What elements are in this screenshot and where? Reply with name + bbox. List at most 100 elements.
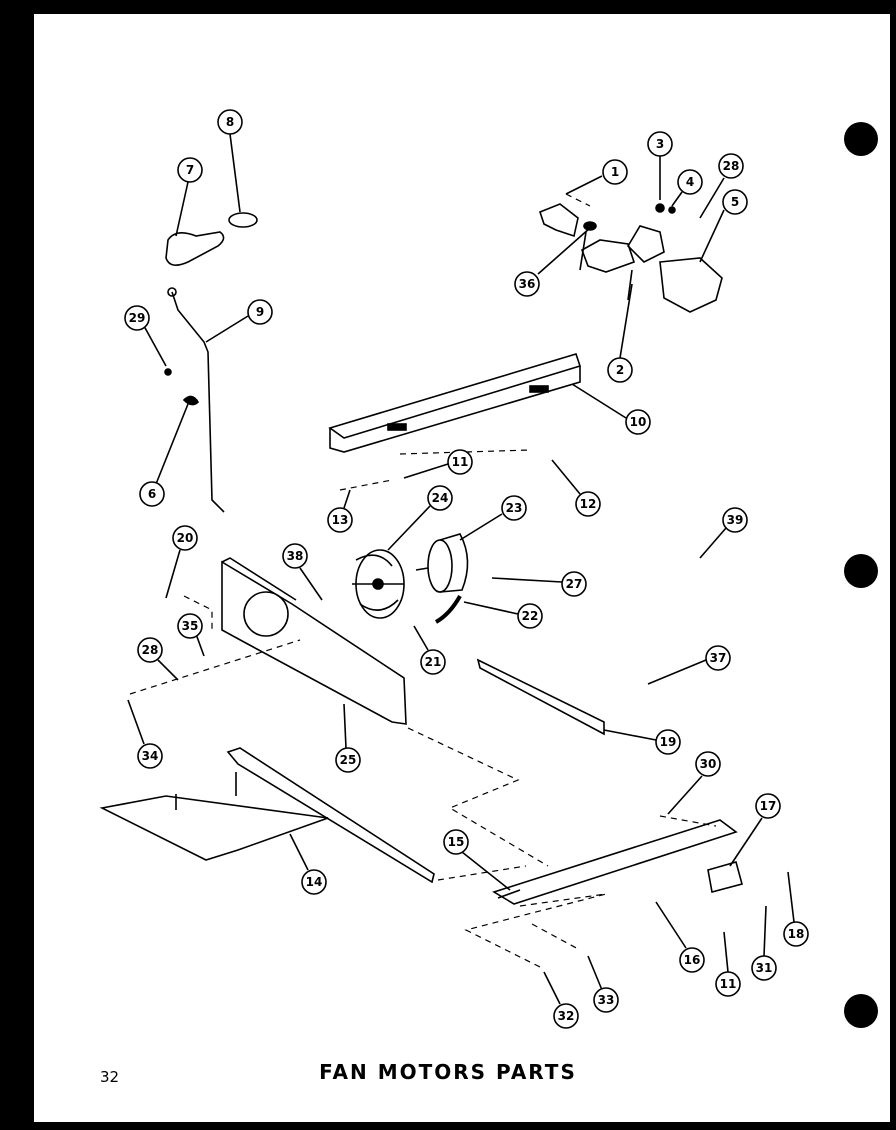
binder-hole-top <box>844 122 878 156</box>
callout-label: 30 <box>700 757 717 771</box>
callout-13: 13 <box>327 489 353 533</box>
scan-edge-left <box>0 0 34 1130</box>
terminal-block <box>707 861 743 893</box>
callout-28a: 28 <box>699 153 744 219</box>
callout-label: 11 <box>720 977 737 991</box>
callout-2: 2 <box>607 283 633 383</box>
callout-19: 19 <box>603 729 681 755</box>
callout-bubbles: 1 2 3 4 28 5 36 7 8 9 29 6 10 11 12 13 2… <box>124 109 809 1029</box>
callout-label: 37 <box>710 651 727 665</box>
callout-37: 37 <box>647 645 731 685</box>
binder-hole-bottom <box>844 994 878 1028</box>
callout-8: 8 <box>217 109 243 213</box>
callout-label: 23 <box>506 501 523 515</box>
callout-label: 31 <box>756 961 773 975</box>
grille-strip <box>476 658 605 736</box>
callout-label: 5 <box>731 195 739 209</box>
callout-label: 25 <box>340 753 357 767</box>
callout-label: 28 <box>723 159 740 173</box>
callout-label: 38 <box>287 549 304 563</box>
callout-39: 39 <box>699 507 748 559</box>
callout-24: 24 <box>387 485 453 551</box>
callout-label: 10 <box>630 415 647 429</box>
callout-label: 20 <box>177 531 194 545</box>
callout-label: 27 <box>566 577 583 591</box>
callout-label: 8 <box>226 115 234 129</box>
callout-label: 4 <box>686 175 694 189</box>
fan-housing-tray <box>99 747 435 884</box>
callout-label: 22 <box>522 609 539 623</box>
callout-16: 16 <box>655 901 705 973</box>
callout-10: 10 <box>571 383 651 435</box>
callout-label: 12 <box>580 497 597 511</box>
binder-hole-middle <box>844 554 878 588</box>
callout-34: 34 <box>127 699 163 769</box>
fan-motor <box>415 533 469 593</box>
callout-11a: 11 <box>403 449 473 479</box>
callout-label: 29 <box>129 311 146 325</box>
callout-29: 29 <box>124 305 167 367</box>
callout-label: 2 <box>616 363 624 377</box>
callout-label: 32 <box>558 1009 575 1023</box>
callout-38a: 38 <box>282 543 323 601</box>
callout-label: 17 <box>760 799 777 813</box>
callout-label: 35 <box>182 619 199 633</box>
page-number: 32 <box>100 1068 120 1086</box>
callout-11b: 11 <box>715 931 741 997</box>
callout-label: 21 <box>425 655 442 669</box>
callout-17: 17 <box>729 793 781 867</box>
callout-20: 20 <box>165 525 198 599</box>
callout-label: 15 <box>448 835 465 849</box>
relay-bracket-assembly <box>539 203 723 313</box>
callout-31: 31 <box>751 905 777 981</box>
callout-label: 34 <box>142 749 159 763</box>
part-drawings <box>99 193 743 969</box>
callout-28b: 28 <box>137 637 179 681</box>
callout-23: 23 <box>459 495 527 541</box>
callout-14: 14 <box>289 833 327 895</box>
callout-label: 6 <box>148 487 156 501</box>
callout-30: 30 <box>667 751 721 815</box>
callout-label: 7 <box>186 163 194 177</box>
assembly-leaders <box>129 193 717 969</box>
scan-edge-right <box>890 0 896 1130</box>
callout-label: 1 <box>611 165 619 179</box>
callout-label: 18 <box>788 927 805 941</box>
callout-5: 5 <box>699 189 748 263</box>
callout-35: 35 <box>177 613 205 657</box>
callout-6: 6 <box>139 403 189 507</box>
callout-label: 33 <box>598 993 615 1007</box>
callout-label: 11 <box>452 455 469 469</box>
callout-33: 33 <box>587 955 619 1013</box>
evaporator-rail <box>492 819 738 905</box>
callout-label: 36 <box>519 277 536 291</box>
callout-25: 25 <box>335 703 361 773</box>
fan-blade <box>352 549 405 619</box>
callout-label: 14 <box>306 875 323 889</box>
damper-control-assembly <box>164 212 258 513</box>
callout-label: 16 <box>684 953 701 967</box>
fan-support-channel <box>328 353 582 453</box>
callout-label: 28 <box>142 643 159 657</box>
callout-1: 1 <box>565 159 628 195</box>
callout-label: 24 <box>432 491 449 505</box>
callout-label: 19 <box>660 735 677 749</box>
callout-7: 7 <box>175 157 203 237</box>
callout-22: 22 <box>463 601 543 629</box>
callout-32: 32 <box>543 971 579 1029</box>
scan-edge-top <box>0 0 896 14</box>
scan-edge-bottom <box>0 1122 896 1130</box>
callout-3: 3 <box>647 131 673 200</box>
callout-label: 13 <box>332 513 349 527</box>
callout-18: 18 <box>783 871 809 947</box>
callout-12: 12 <box>551 459 601 517</box>
callout-15: 15 <box>443 829 511 891</box>
callout-label: 39 <box>727 513 744 527</box>
callout-9: 9 <box>205 299 273 343</box>
motor-mount-strap <box>434 595 462 624</box>
callout-27: 27 <box>491 571 587 597</box>
callout-21: 21 <box>413 625 446 675</box>
callout-label: 3 <box>656 137 664 151</box>
